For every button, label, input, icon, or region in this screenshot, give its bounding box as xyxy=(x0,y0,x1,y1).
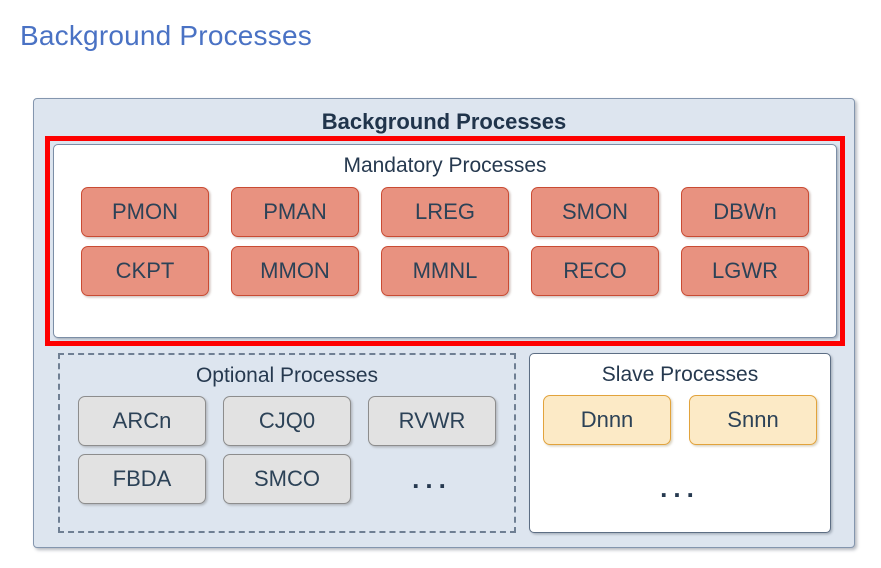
process-box-smon[interactable]: SMON xyxy=(531,187,659,237)
process-box-mmon[interactable]: MMON xyxy=(231,246,359,296)
process-box-lgwr[interactable]: LGWR xyxy=(681,246,809,296)
process-box-lreg[interactable]: LREG xyxy=(381,187,509,237)
process-box-dbwn[interactable]: DBWn xyxy=(681,187,809,237)
slave-processes-heading: Slave Processes xyxy=(601,363,759,386)
page-title: Background Processes xyxy=(20,20,312,51)
process-box-smco[interactable]: SMCO xyxy=(223,454,351,504)
slave-processes-panel: Slave Processes Dnnn Snnn ... xyxy=(529,353,831,533)
process-box-pman[interactable]: PMAN xyxy=(231,187,359,237)
process-box-fbda[interactable]: FBDA xyxy=(78,454,206,504)
optional-processes-heading: Optional Processes xyxy=(195,364,379,387)
highlight-frame xyxy=(45,136,845,346)
slave-row-1: Dnnn Snnn xyxy=(530,395,830,445)
mandatory-row-2: CKPT MMON MMNL RECO LGWR xyxy=(54,246,836,296)
mandatory-row-1: PMON PMAN LREG SMON DBWn xyxy=(54,187,836,237)
container-title: Background Processes xyxy=(321,109,567,134)
process-box-snnn[interactable]: Snnn xyxy=(689,395,817,445)
process-box-pmon[interactable]: PMON xyxy=(81,187,209,237)
optional-processes-ellipsis: ... xyxy=(412,463,452,494)
process-box-dnnn[interactable]: Dnnn xyxy=(543,395,671,445)
slave-processes-ellipsis: ... xyxy=(660,473,700,503)
process-box-rvwr[interactable]: RVWR xyxy=(368,396,496,446)
mandatory-processes-heading: Mandatory Processes xyxy=(343,154,547,177)
mandatory-processes-panel: Mandatory Processes PMON PMAN LREG SMON … xyxy=(53,144,837,338)
optional-row-1: ARCn CJQ0 RVWR xyxy=(60,396,514,446)
optional-row-2: FBDA SMCO ... xyxy=(60,454,514,504)
background-processes-container: Background Processes Mandatory Processes… xyxy=(33,98,855,548)
process-box-ckpt[interactable]: CKPT xyxy=(81,246,209,296)
process-box-arcn[interactable]: ARCn xyxy=(78,396,206,446)
process-box-reco[interactable]: RECO xyxy=(531,246,659,296)
process-box-mmnl[interactable]: MMNL xyxy=(381,246,509,296)
process-box-cjq0[interactable]: CJQ0 xyxy=(223,396,351,446)
optional-processes-panel: Optional Processes ARCn CJQ0 RVWR FBDA S… xyxy=(58,353,516,533)
